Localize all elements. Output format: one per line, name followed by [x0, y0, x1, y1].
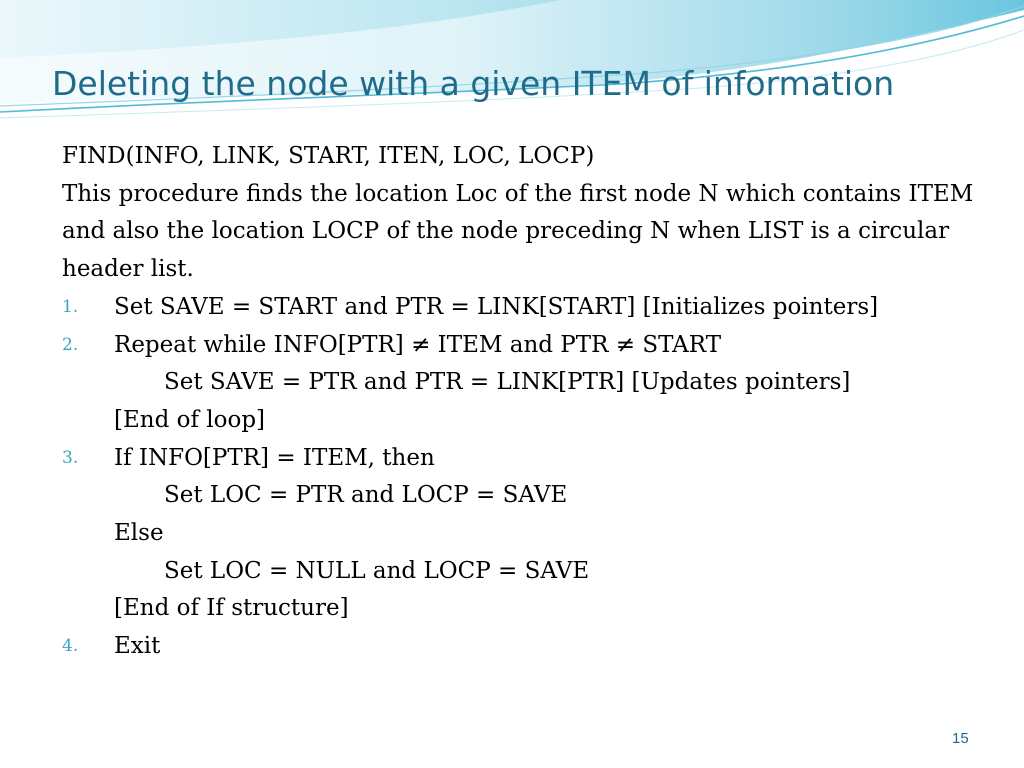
- header-wave-line: [0, 29, 1024, 119]
- step-item: 3. If INFO[PTR] = ITEM, then: [62, 440, 982, 478]
- step-else: Else: [114, 520, 164, 547]
- step-text: Repeat while INFO[PTR] ≠ ITEM and PTR ≠ …: [114, 331, 722, 358]
- step-end: [End of loop]: [114, 406, 266, 433]
- step-detail: Set LOC = PTR and LOCP = SAVE: [164, 482, 568, 509]
- step-number: 4.: [62, 636, 79, 657]
- slide-title: Deleting the node with a given ITEM of i…: [52, 64, 895, 103]
- step-detail: Set SAVE = PTR and PTR = LINK[PTR] [Upda…: [164, 369, 851, 396]
- step-text: If INFO[PTR] = ITEM, then: [114, 444, 435, 471]
- step-number: 2.: [62, 334, 79, 355]
- procedure-description: This procedure finds the location Loc of…: [62, 180, 974, 283]
- page-number: 15: [952, 730, 969, 747]
- header-wave-band: [0, 0, 560, 58]
- step-detail: Set LOC = NULL and LOCP = SAVE: [164, 557, 590, 584]
- header-wave-decoration: [0, 0, 1024, 119]
- procedure-signature: FIND(INFO, LINK, START, ITEN, LOC, LOCP): [62, 143, 595, 169]
- header-wave-line: [0, 15, 1024, 113]
- step-text: Exit: [114, 633, 161, 660]
- slide-body: FIND(INFO, LINK, START, ITEN, LOC, LOCP)…: [62, 138, 982, 666]
- step-text: Set SAVE = START and PTR = LINK[START] […: [114, 293, 879, 320]
- step-item: 1. Set SAVE = START and PTR = LINK[START…: [62, 289, 982, 327]
- header-wave-line: [0, 5, 1024, 107]
- step-number: 1.: [62, 296, 79, 317]
- step-item: 4. Exit: [62, 628, 982, 666]
- step-number: 3.: [62, 447, 79, 468]
- step-end: [End of If structure]: [114, 595, 349, 622]
- step-item: 2. Repeat while INFO[PTR] ≠ ITEM and PTR…: [62, 327, 982, 365]
